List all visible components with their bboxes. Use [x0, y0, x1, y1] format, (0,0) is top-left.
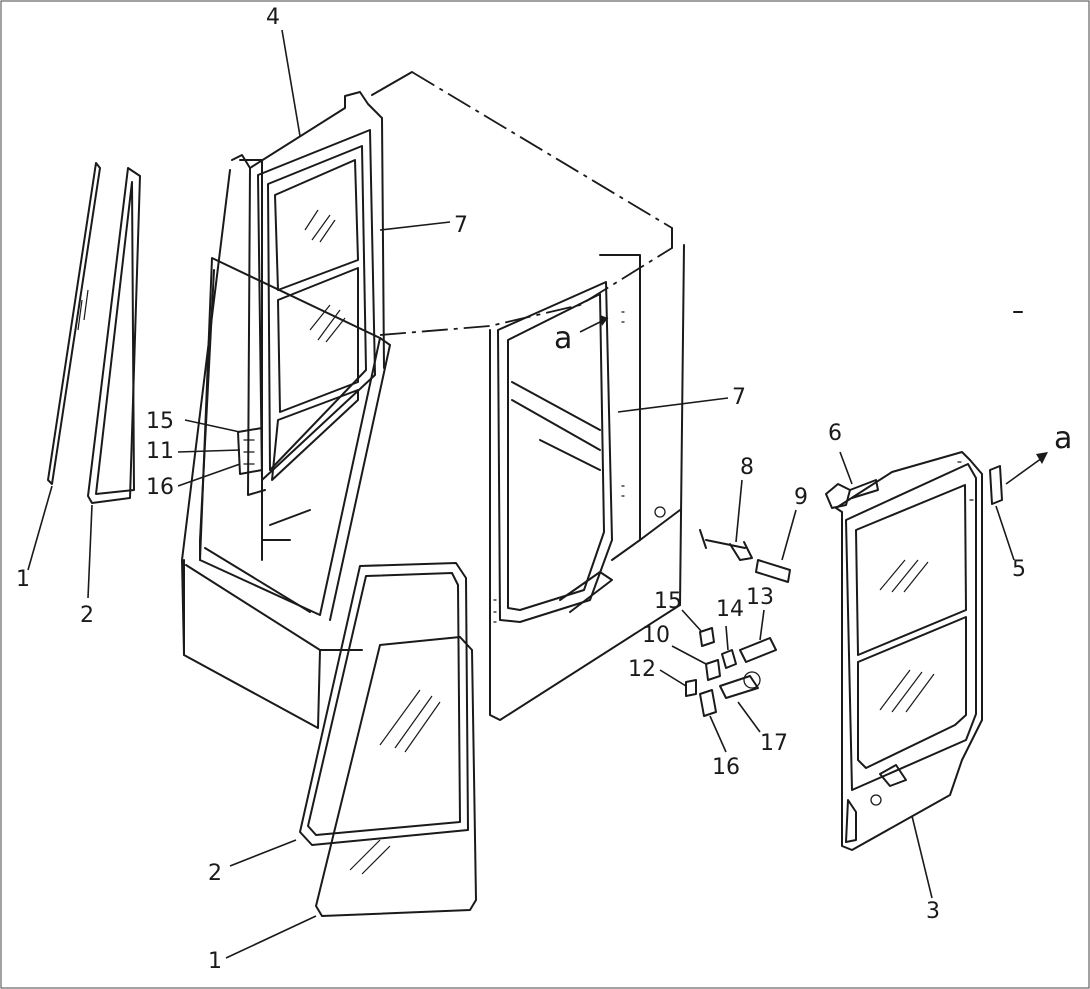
view-marker-a-door: a [1054, 421, 1072, 456]
callout-2-top: 2 [80, 603, 94, 628]
callout-16-right: 16 [712, 755, 740, 780]
callout-5: 5 [1012, 557, 1026, 582]
callout-13: 13 [746, 585, 774, 610]
callout-12: 12 [628, 657, 656, 682]
callout-15-right: 15 [654, 589, 682, 614]
callout-4: 4 [266, 5, 280, 30]
cab-body [181, 71, 685, 729]
lower-glass [299, 562, 477, 917]
callout-7-left: 7 [454, 213, 468, 238]
callout-7-right: 7 [732, 385, 746, 410]
callout-3: 3 [926, 899, 940, 924]
callout-14: 14 [716, 597, 744, 622]
callout-9: 9 [794, 485, 808, 510]
callout-17: 17 [760, 731, 788, 756]
callout-11: 11 [146, 439, 174, 464]
callout-1-bottom: 1 [208, 949, 222, 974]
callout-6: 6 [828, 421, 842, 446]
leader-lines [27, 29, 1048, 959]
side-glass-left [47, 162, 141, 504]
arrow-head-door [1036, 452, 1048, 464]
cab-door [835, 451, 983, 851]
callout-15-left: 15 [146, 409, 174, 434]
hardware-parts [237, 427, 1003, 717]
callout-10: 10 [642, 623, 670, 648]
callout-8: 8 [740, 455, 754, 480]
callout-16-left: 16 [146, 475, 174, 500]
front-window-frame [231, 91, 385, 496]
arrow-head-cab [600, 315, 608, 326]
callout-1-top: 1 [16, 567, 30, 592]
callout-2-bottom: 2 [208, 861, 222, 886]
view-marker-a-cab: a [554, 321, 572, 356]
